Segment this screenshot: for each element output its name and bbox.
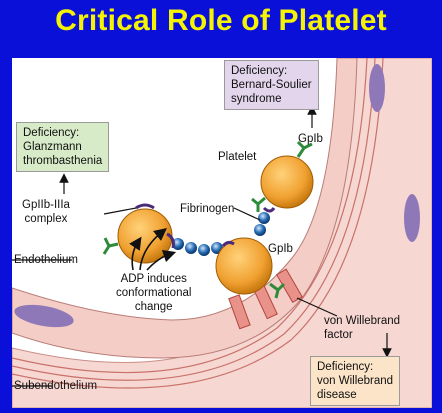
bernard-soulier-deficiency-box: Deficiency: Bernard-Soulier syndrome bbox=[224, 60, 319, 110]
leader-vwf bbox=[296, 297, 338, 317]
diagram-panel: Deficiency: Glanzmann thrombasthenia Def… bbox=[12, 58, 432, 408]
endothelial-nucleus-right bbox=[404, 194, 420, 242]
platelet-left bbox=[117, 208, 173, 264]
platelet-label: Platelet bbox=[218, 151, 257, 163]
glanzmann-deficiency-box: Deficiency: Glanzmann thrombasthenia bbox=[16, 122, 110, 172]
leader-gpiib bbox=[103, 207, 137, 215]
platelet-top bbox=[260, 155, 314, 209]
endothelial-nucleus-left bbox=[14, 304, 74, 328]
adp-label: ADP induces conformational change bbox=[116, 273, 192, 313]
vwf-bars bbox=[228, 268, 303, 330]
fibrinogen-chain bbox=[172, 212, 270, 256]
gpib-label-top: GpIb bbox=[298, 133, 323, 145]
gpiib-complex-label: GpIIb-IIIa complex bbox=[22, 199, 70, 225]
vwf-label: von Willebrand factor bbox=[324, 315, 401, 341]
adp-arrows bbox=[129, 228, 177, 271]
subendothelium-fibers bbox=[12, 58, 368, 374]
gpib-label-mid: GpIb bbox=[268, 243, 293, 255]
vwd-deficiency-box: Deficiency: von Willebrand disease bbox=[310, 356, 401, 406]
slide-title: Critical Role of Platelet bbox=[55, 4, 387, 37]
gpib-receptors bbox=[102, 140, 313, 299]
leader-fibrinogen bbox=[233, 207, 261, 221]
endothelial-nucleus-top bbox=[369, 64, 385, 112]
platelet-bottom bbox=[215, 237, 273, 295]
platelet-adhesion-diagram bbox=[12, 58, 432, 408]
subendothelium-label: Subendothelium bbox=[14, 380, 98, 392]
fibrinogen-label: Fibrinogen bbox=[180, 203, 235, 215]
gpiib-receptors bbox=[135, 203, 276, 249]
endothelium-label: Endothelium bbox=[14, 254, 78, 266]
